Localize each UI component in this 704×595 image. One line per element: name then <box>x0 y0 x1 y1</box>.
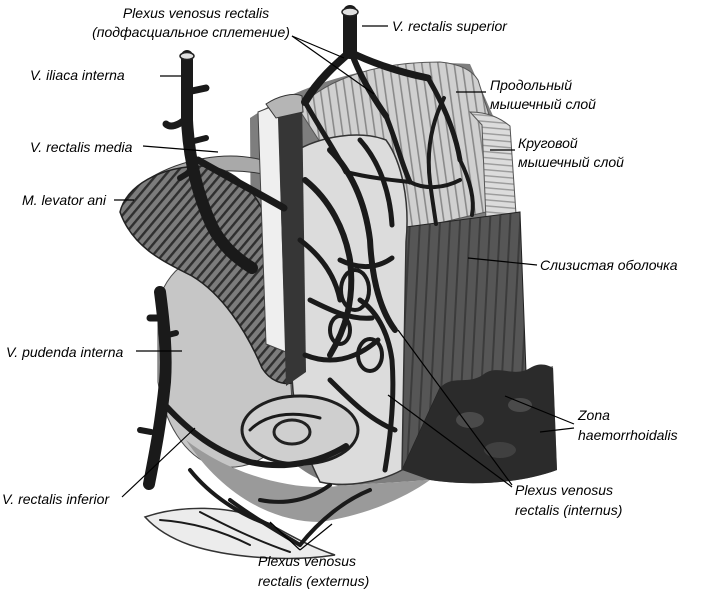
plexus-internus-loop <box>339 268 371 312</box>
cut-edge-cap <box>265 93 304 119</box>
plexus-internus-loop <box>356 337 384 373</box>
iliac-tributary <box>177 167 196 181</box>
plexus-internus-vein <box>337 255 395 269</box>
anal-canal-pocket <box>240 394 360 466</box>
leader-mucosa <box>467 257 538 266</box>
anatomy <box>119 61 557 560</box>
flap-vein <box>199 511 291 553</box>
perianal-region <box>186 440 430 522</box>
leader-v-rectalis-media <box>142 145 219 153</box>
leader-lines <box>114 25 575 551</box>
label-zona-haemorrhoidalis-line2: haemorrhoidalis <box>578 427 678 443</box>
plexus-internus-vein <box>357 137 395 228</box>
subfascial-vein <box>458 158 475 217</box>
v-rectalis-inferior <box>163 403 349 469</box>
superior-branch <box>349 51 389 119</box>
veins <box>137 5 475 547</box>
iliac-tributary <box>162 114 191 130</box>
label-v-iliaca-interna: V. iliaca interna <box>30 67 125 83</box>
plexus-externus-vein <box>228 498 302 547</box>
plexus-internus-vein <box>357 297 396 473</box>
label-mucosa: Слизистая оболочка <box>540 257 678 273</box>
cut-edge-dark-strip <box>278 96 306 386</box>
subfascial-vein <box>426 96 446 184</box>
leader-v-rectalis-inferior <box>121 427 196 498</box>
label-zona-haemorrhoidalis-line1: Zona <box>577 407 610 423</box>
label-plexus-externus-line1: Plexus venosus <box>258 553 356 569</box>
label-v-rectalis-media: V. rectalis media <box>30 139 133 155</box>
leader-plexus-externus <box>299 523 333 551</box>
pudendal-tributary <box>137 427 154 435</box>
subfascial-vein <box>425 75 463 163</box>
iliac-tributary <box>183 84 210 96</box>
label-plexus-externus-line2: rectalis (externus) <box>258 573 369 589</box>
superior-branch <box>301 48 354 106</box>
label-v-rectalis-inferior: V. rectalis inferior <box>2 491 110 507</box>
pocket-vein <box>248 412 322 432</box>
label-v-pudenda-interna: V. pudenda interna <box>6 344 123 360</box>
label-longitudinal-muscle-line2: мышечный слой <box>490 96 596 112</box>
plexus-externus-vein <box>258 483 332 504</box>
v-rectalis-superior-cut-end <box>341 7 359 17</box>
pocket-vein-loop <box>272 418 312 446</box>
v-iliaca-interna-cut-end <box>179 51 195 61</box>
plexus-internus-vein <box>302 177 355 358</box>
subfascial-vein <box>383 113 413 185</box>
subfascial-vein <box>428 180 438 226</box>
labels: Plexus venosus rectalis (подфасциальное … <box>2 5 678 589</box>
haemorrhoidal-cushion <box>456 412 484 428</box>
leader-plexus-internus <box>387 394 513 488</box>
label-plexus-subfascial-line1: Plexus venosus rectalis <box>123 5 269 21</box>
label-circular-muscle-line2: мышечный слой <box>518 154 624 170</box>
superior-branch <box>346 48 432 82</box>
label-circular-muscle-line1: Круговой <box>518 135 578 151</box>
label-m-levator-ani: M. levator ani <box>22 192 107 208</box>
plexus-internus-loop <box>328 314 352 346</box>
v-rectalis-media <box>194 156 288 212</box>
iliac-tributary <box>187 135 209 145</box>
leader-zona-haemorrhoidalis <box>504 395 575 425</box>
plexus-internus-vein <box>327 377 398 433</box>
plexus-internus-vein <box>327 147 398 333</box>
leader-plexus-subfascial <box>291 35 375 95</box>
label-plexus-subfascial-line2: (подфасциальное сплетение) <box>92 24 290 40</box>
haemorrhoidal-cushion <box>484 442 516 458</box>
haemorrhoidal-cushion <box>508 398 532 412</box>
flap-vein <box>159 519 251 546</box>
leader-plexus-internus <box>397 329 513 486</box>
plexus-internus-vein <box>302 337 381 363</box>
label-plexus-internus-line2: rectalis (internus) <box>515 502 622 518</box>
leader-plexus-subfascial <box>291 35 345 59</box>
leader-zona-haemorrhoidalis <box>539 427 575 433</box>
perineal-skin-flap <box>143 507 336 560</box>
label-v-rectalis-superior: V. rectalis superior <box>392 18 508 34</box>
label-plexus-internus-line1: Plexus venosus <box>515 482 613 498</box>
plexus-internus-vein <box>307 297 375 321</box>
plexus-externus-vein <box>298 488 372 547</box>
plexus-internus-vein <box>297 237 343 303</box>
label-longitudinal-muscle-line1: Продольный <box>490 77 572 93</box>
pudendal-tributary <box>161 330 179 339</box>
subfascial-vein <box>408 178 462 189</box>
leader-plexus-externus <box>269 521 301 551</box>
